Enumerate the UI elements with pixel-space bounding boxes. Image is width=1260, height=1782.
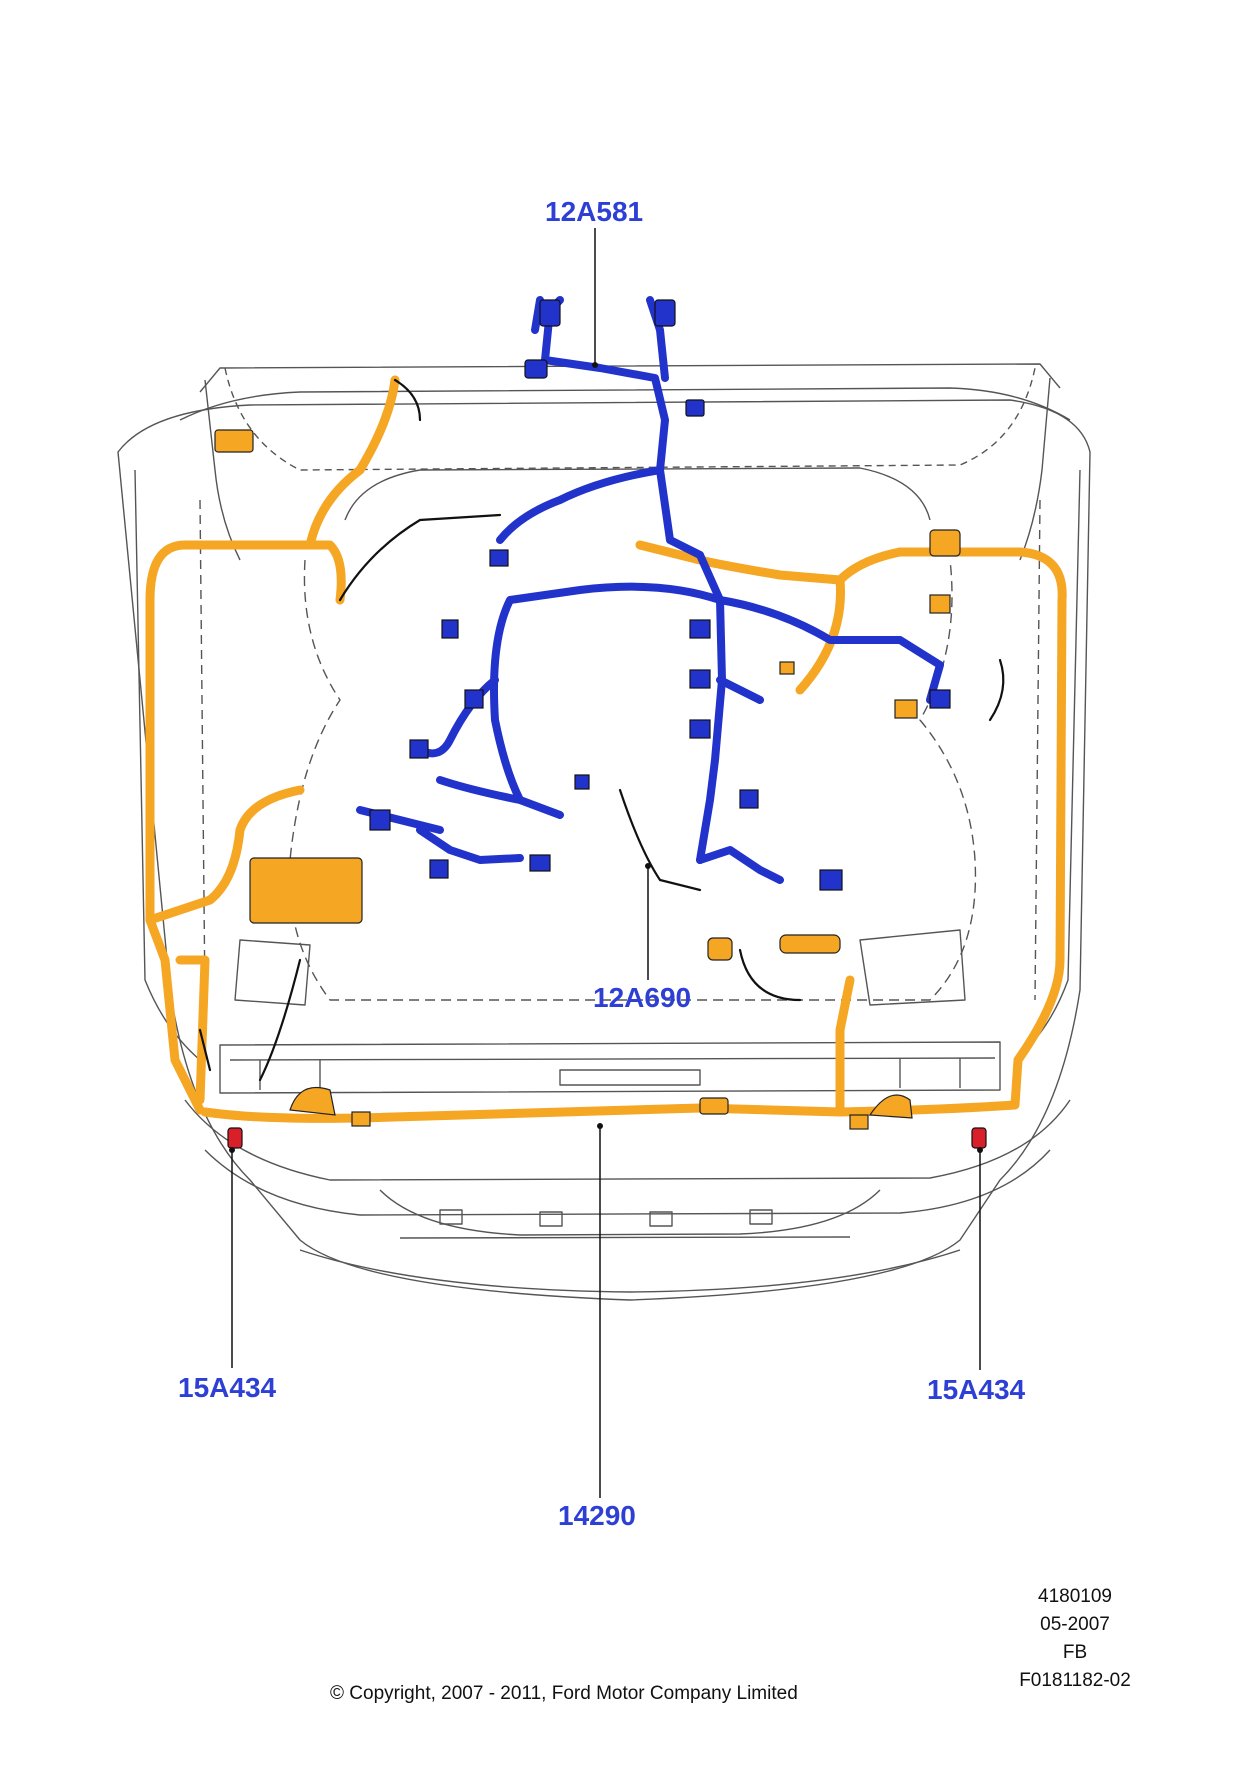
- figure-id: F0181182-02: [1019, 1670, 1131, 1691]
- black-wiring: [198, 378, 1005, 1082]
- harness-12A581: [356, 296, 944, 884]
- callout-15A434-left-label: 15A434: [178, 1372, 277, 1403]
- copyright-notice: © Copyright, 2007 - 2011, Ford Motor Com…: [330, 1683, 798, 1704]
- harness-12A581-connectors: [369, 299, 951, 891]
- callout-14290-label: 14290: [558, 1500, 636, 1531]
- leader-lines: [231, 228, 981, 1498]
- connectors-15A434: [227, 1127, 987, 1149]
- harness-14290-clips: [214, 429, 961, 1130]
- callout-15A434-right-label: 15A434: [927, 1374, 1026, 1405]
- leader-dots: [229, 362, 983, 1153]
- reference-date: 05-2007: [1040, 1614, 1110, 1635]
- reference-code: FB: [1062, 1642, 1088, 1663]
- callout-12A581-label: 12A581: [545, 196, 644, 227]
- reference-number: 4180109: [1038, 1586, 1112, 1607]
- callout-12A690-label: 12A690: [593, 982, 692, 1013]
- vehicle-body-outline: [117, 363, 1091, 1301]
